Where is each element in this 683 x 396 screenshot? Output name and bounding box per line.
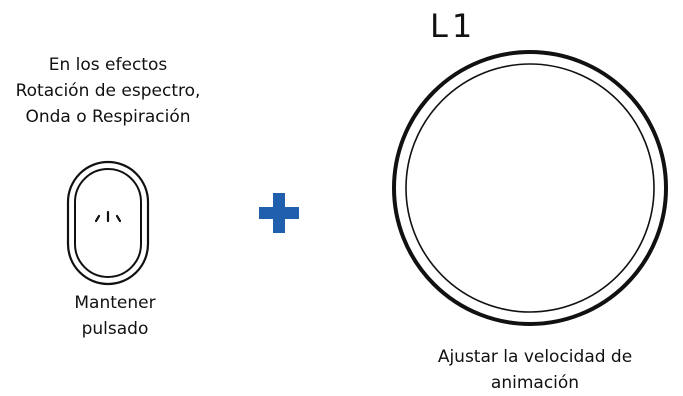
hold-caption-line-1: Mantener — [74, 293, 156, 313]
speed-caption: Ajustar la velocidad de animación — [410, 344, 660, 396]
effects-caption: En los efectos Rotación de espectro, Ond… — [0, 52, 216, 130]
speed-caption-line-2: animación — [490, 373, 580, 393]
effects-caption-line-3: Onda o Respiración — [25, 107, 191, 127]
hold-caption-line-2: pulsado — [81, 319, 149, 339]
effects-caption-line-2: Rotación de espectro, — [15, 81, 201, 101]
hold-caption: Mantener pulsado — [40, 290, 190, 342]
plus-icon — [259, 193, 299, 233]
speed-caption-line-1: Ajustar la velocidad de — [437, 347, 633, 367]
effects-caption-line-1: En los efectos — [48, 55, 168, 75]
dial-label: L1 — [430, 7, 477, 45]
press-indicator-icon — [94, 210, 122, 223]
press-button-icon — [66, 160, 150, 286]
dial-knob — [392, 50, 668, 326]
